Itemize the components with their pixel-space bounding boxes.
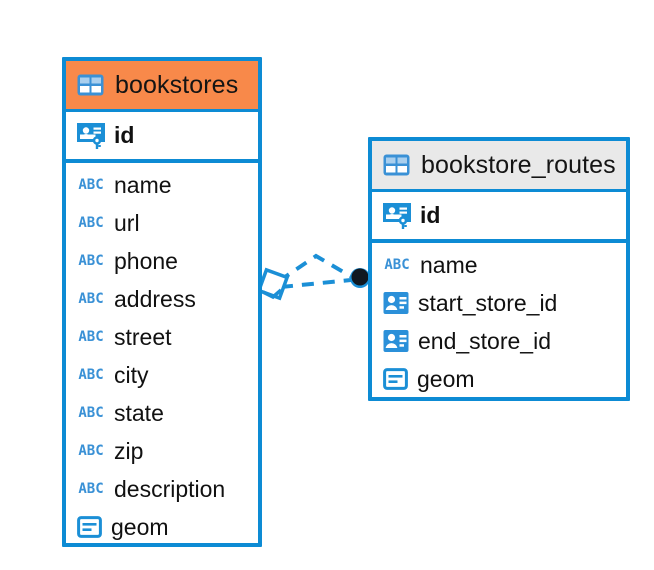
field-row-geom[interactable]: geom [372,360,626,398]
relationship-branch-lower [280,278,352,289]
text-abc-icon: ABC [77,443,105,460]
field-row-state[interactable]: ABC state [66,394,258,432]
diamond-outline-marker [256,267,290,301]
field-label: name [114,171,172,198]
primary-key-section: id [66,109,258,163]
foreign-key-icon [383,329,409,353]
abc-glyph: ABC [384,257,410,273]
entity-title: bookstore_routes [421,150,616,179]
field-label: name [420,251,478,278]
table-icon [77,74,104,96]
table-icon [383,154,410,176]
text-abc-icon: ABC [77,405,105,422]
abc-glyph: ABC [78,367,104,383]
relationship-branch-upper [277,253,354,283]
diamond-marker-tail [262,288,283,300]
field-row-phone[interactable]: ABC phone [66,242,258,280]
abc-glyph: ABC [78,253,104,269]
field-label: geom [417,365,475,392]
fields-section: ABC name start_store_id [372,243,626,402]
field-label: zip [114,437,144,464]
text-abc-icon: ABC [77,177,105,194]
text-abc-icon: ABC [77,329,105,346]
field-row-id[interactable]: id [372,192,626,239]
field-label: description [114,475,226,502]
field-row-end-store-id[interactable]: end_store_id [372,322,626,360]
field-row-name[interactable]: ABC name [372,246,626,284]
primary-key-icon [383,202,411,230]
geometry-icon [77,516,102,538]
abc-glyph: ABC [78,443,104,459]
field-label: start_store_id [418,289,558,316]
fields-section: ABC name ABC url ABC phone ABC [66,163,258,550]
field-label: address [114,285,196,312]
field-row-description[interactable]: ABC description [66,470,258,508]
primary-key-icon [77,122,105,150]
field-label: url [114,209,140,236]
field-row-street[interactable]: ABC street [66,318,258,356]
entity-table-bookstores[interactable]: bookstores [62,57,262,547]
field-label: phone [114,247,178,274]
field-row-address[interactable]: ABC address [66,280,258,318]
field-label: street [114,323,172,350]
text-abc-icon: ABC [77,481,105,498]
geometry-icon [383,368,408,390]
field-row-geom[interactable]: geom [66,508,258,546]
field-label: id [420,202,441,228]
foreign-key-icon [383,291,409,315]
text-abc-icon: ABC [77,253,105,270]
text-abc-icon: ABC [77,291,105,308]
field-row-zip[interactable]: ABC zip [66,432,258,470]
field-row-name[interactable]: ABC name [66,166,258,204]
filled-circle-marker [350,268,370,288]
field-label: end_store_id [418,327,551,354]
field-row-city[interactable]: ABC city [66,356,258,394]
abc-glyph: ABC [78,329,104,345]
text-abc-icon: ABC [77,367,105,384]
field-label: id [114,122,135,148]
field-row-id[interactable]: id [66,112,258,159]
field-label: state [114,399,164,426]
field-label: geom [111,513,169,540]
abc-glyph: ABC [78,481,104,497]
abc-glyph: ABC [78,215,104,231]
entity-table-bookstore-routes[interactable]: bookstore_routes [368,137,630,401]
abc-glyph: ABC [78,405,104,421]
primary-key-section: id [372,189,626,243]
field-row-start-store-id[interactable]: start_store_id [372,284,626,322]
entity-title: bookstores [115,70,239,99]
entity-header-bookstores[interactable]: bookstores [66,61,258,109]
text-abc-icon: ABC [383,257,411,274]
field-row-url[interactable]: ABC url [66,204,258,242]
entity-header-bookstore-routes[interactable]: bookstore_routes [372,141,626,189]
field-label: city [114,361,149,388]
text-abc-icon: ABC [77,215,105,232]
abc-glyph: ABC [78,177,104,193]
abc-glyph: ABC [78,291,104,307]
